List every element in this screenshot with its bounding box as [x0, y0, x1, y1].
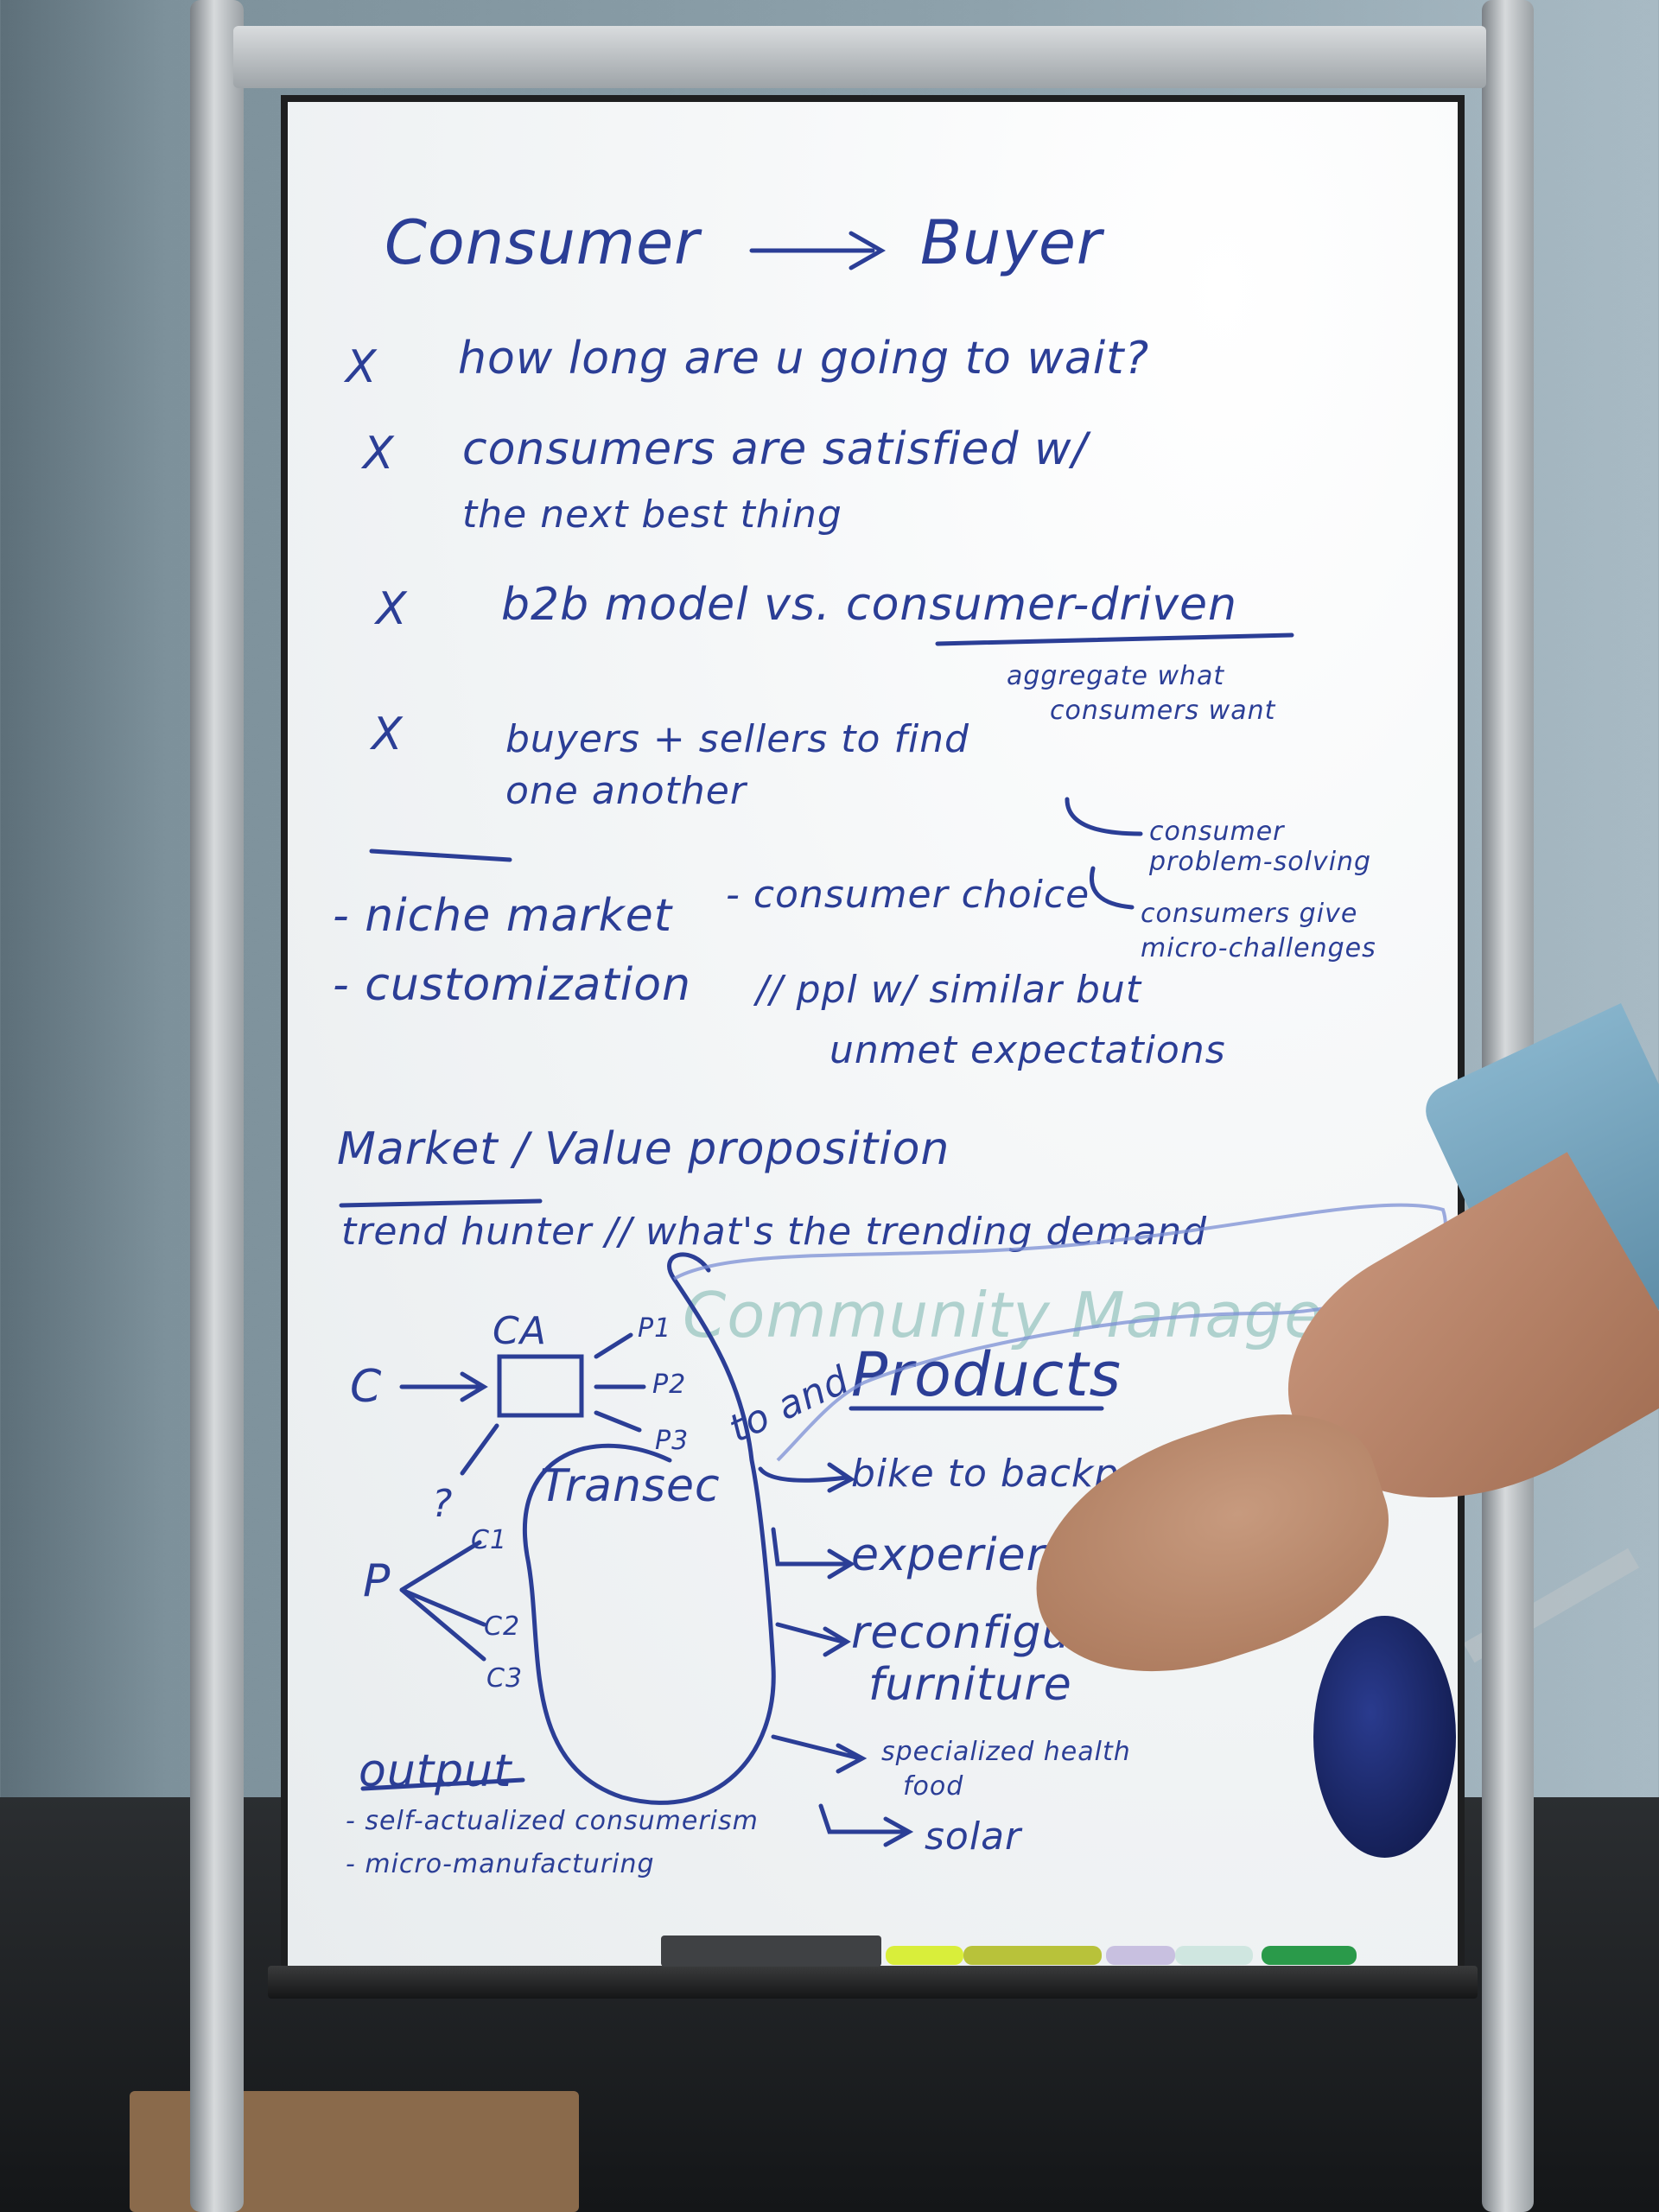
blue-magnet	[1313, 1616, 1456, 1858]
arrow-reconfigurable	[775, 1622, 851, 1657]
market-value-heading: Market / Value proposition	[337, 1123, 950, 1175]
similar-2: unmet expectations	[830, 1028, 1226, 1072]
light-green-marker[interactable]	[1175, 1946, 1253, 1965]
title-arrow	[749, 231, 887, 270]
arrow-health	[771, 1734, 868, 1774]
aggregate-note-2: consumers want	[1050, 696, 1276, 726]
diagram-p: P	[363, 1555, 391, 1607]
board-eraser[interactable]	[661, 1936, 881, 1967]
transec-blob	[523, 1252, 776, 1805]
consumer-micro-1: consumers give	[1141, 899, 1358, 929]
diagram-c3: C3	[486, 1663, 524, 1694]
niche-market: - niche market	[333, 890, 673, 942]
diagram-p2: P2	[652, 1370, 687, 1400]
diagram-c: C	[350, 1361, 383, 1413]
product-health: specialized health	[881, 1737, 1131, 1767]
bullet-text-4b: one another	[505, 769, 747, 813]
question-arrow	[460, 1423, 499, 1476]
output-item-2: - micro-manufacturing	[346, 1849, 655, 1879]
customization: - customization	[333, 959, 692, 1011]
micro-arrow	[1090, 866, 1135, 910]
title-buyer: Buyer	[920, 207, 1103, 278]
whiteboard	[281, 95, 1465, 1992]
bullet-text-3: b2b model vs. consumer-driven	[501, 579, 1237, 631]
output-item-1: - self-actualized consumerism	[346, 1806, 759, 1836]
yellow-marker[interactable]	[886, 1946, 963, 1965]
problem-arrow	[1065, 797, 1143, 836]
bullet-text-2b: the next best thing	[462, 493, 842, 537]
product-furniture: furniture	[868, 1659, 1072, 1711]
similar-1: // ppl w/ similar but	[756, 968, 1142, 1012]
bullet-mark-3: X	[376, 583, 408, 635]
diagram-question: ?	[432, 1482, 454, 1526]
ca-box	[497, 1354, 584, 1418]
consumer-choice: - consumer choice	[726, 873, 1090, 917]
easel-left-post	[190, 0, 244, 2212]
diagram-ca: CA	[493, 1309, 547, 1353]
bullet-text-1: how long are u going to wait?	[458, 333, 1150, 385]
consumer-problem-2: problem-solving	[1149, 847, 1372, 877]
bullet-text-2: consumers are satisfied w/	[462, 423, 1089, 475]
lavender-marker[interactable]	[1106, 1946, 1175, 1965]
diagram-p3: P3	[655, 1426, 690, 1456]
c-arrow	[399, 1371, 488, 1402]
arrow-experience	[771, 1527, 855, 1580]
green-marker[interactable]	[1262, 1946, 1357, 1965]
divider-line	[369, 849, 512, 862]
diagram-c1: C1	[471, 1525, 508, 1555]
olive-marker[interactable]	[963, 1946, 1102, 1965]
consumer-micro-2: micro-challenges	[1141, 933, 1376, 963]
product-solar: solar	[925, 1815, 1022, 1859]
bullet-text-4: buyers + sellers to find	[505, 717, 969, 761]
arrow-solar	[818, 1803, 914, 1847]
bullet-mark-1: X	[346, 341, 378, 393]
easel-top-bar	[233, 26, 1486, 88]
diagram-p1: P1	[638, 1313, 672, 1344]
diagram-c2: C2	[484, 1611, 521, 1642]
p-branches	[399, 1540, 486, 1662]
product-food: food	[903, 1771, 964, 1802]
products-heading: Products	[851, 1339, 1122, 1410]
bullet-mark-2: X	[363, 428, 395, 480]
aggregate-note-1: aggregate what	[1007, 661, 1225, 691]
consumer-problem-1: consumer	[1149, 817, 1285, 847]
output-underline	[360, 1777, 525, 1791]
market-underline	[339, 1198, 543, 1208]
marker-tray	[268, 1966, 1478, 1999]
title-consumer: Consumer	[385, 207, 700, 278]
transec-label: Transec	[540, 1460, 721, 1512]
bullet-mark-4: X	[372, 709, 404, 760]
ca-branches	[594, 1332, 646, 1433]
arrow-bike	[758, 1462, 855, 1493]
consumer-driven-underline	[935, 632, 1294, 646]
